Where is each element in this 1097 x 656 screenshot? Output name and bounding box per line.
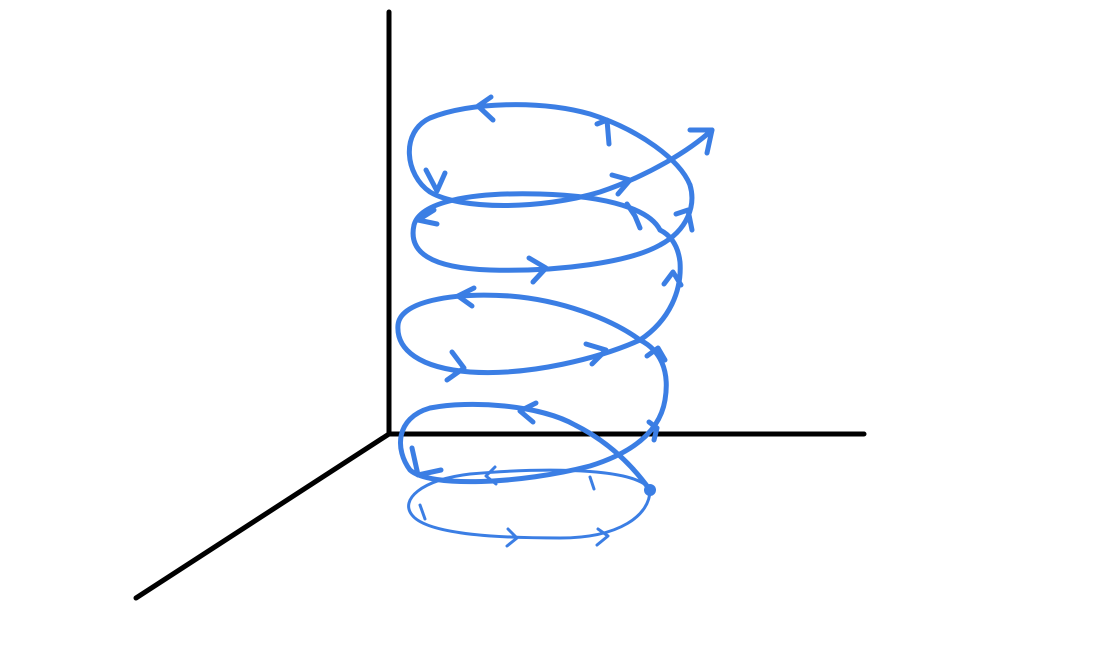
chevron-icon <box>423 167 448 194</box>
helix-turn-2 <box>397 337 669 493</box>
depth-axis <box>133 431 392 601</box>
chevron-icon <box>475 94 496 123</box>
helix-turn-5 <box>406 102 715 208</box>
chevron-icon <box>588 475 596 491</box>
chevron-icon <box>526 255 549 285</box>
chevron-icon <box>484 465 498 486</box>
direction-markers <box>409 94 695 548</box>
chevron-icon <box>455 285 477 309</box>
chevron-icon <box>415 207 440 227</box>
chevron-icon <box>609 172 633 197</box>
chevron-icon <box>583 341 609 367</box>
chevron-icon <box>505 527 519 548</box>
chevron-icon <box>673 207 695 233</box>
helix-turn-4 <box>410 182 695 273</box>
chevron-icon <box>646 419 660 443</box>
chevron-icon <box>644 345 668 363</box>
chevron-icon <box>661 269 684 288</box>
chevron-icon <box>594 117 612 147</box>
chevron-icon <box>595 527 610 547</box>
chevron-icon <box>409 445 444 478</box>
helix-curve <box>395 102 715 540</box>
end-arrowhead <box>687 127 715 156</box>
helix-turn-3 <box>395 227 683 376</box>
chevron-icon <box>418 503 427 521</box>
chevron-icon <box>517 400 539 425</box>
chevron-icon <box>624 201 643 231</box>
start-dot <box>644 484 656 496</box>
chevron-icon <box>444 349 467 383</box>
axes <box>133 9 867 601</box>
